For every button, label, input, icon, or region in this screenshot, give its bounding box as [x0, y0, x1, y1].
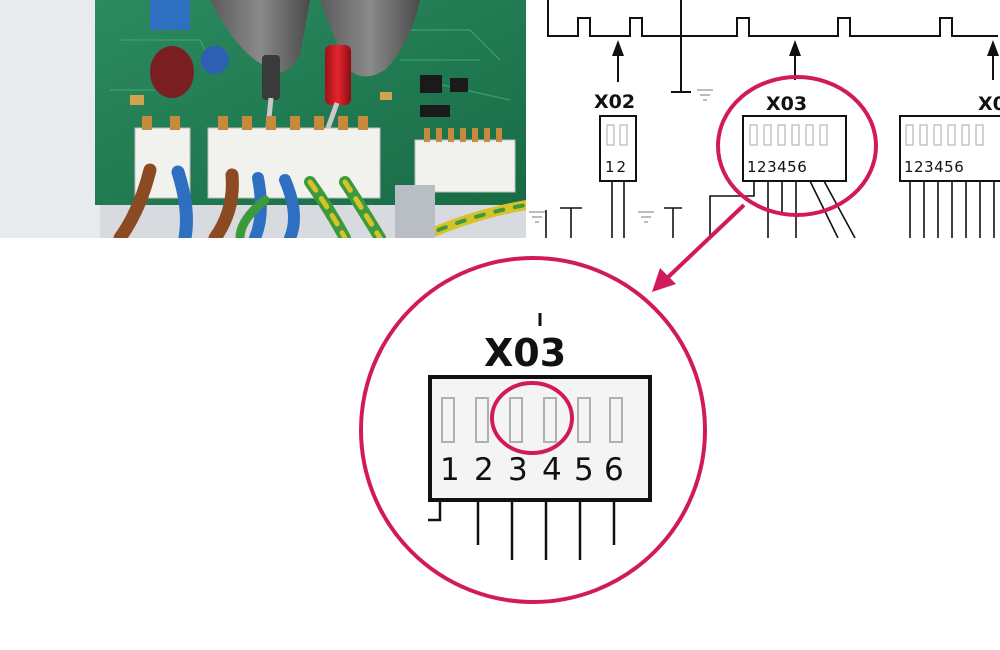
zoom-pin-slots	[441, 397, 623, 443]
circuit-board-photo	[0, 0, 526, 238]
zoom-leads	[428, 500, 616, 560]
zoom-pin-numbers: 1 2 3 4 5 6	[440, 452, 624, 488]
zoom-callout: X03 1 2 3 4 5 6	[359, 256, 707, 604]
circuit-board-illustration	[0, 0, 526, 238]
signal-bus	[547, 0, 998, 37]
pin-number: 6	[604, 452, 624, 488]
wire-bundle	[113, 163, 526, 238]
grey-probe-boot	[210, 0, 310, 73]
arrow-x03	[789, 40, 801, 56]
pins-3-4-highlight	[490, 381, 574, 455]
red-varistor	[150, 46, 194, 98]
schematic-drawing: X02 12 X03 123456 X0 12	[529, 0, 1000, 238]
zoom-connector-label: X03	[484, 331, 566, 375]
wiring-schematic: X02 12 X03 123456 X0 12	[526, 0, 1000, 238]
svg-text:X0: X0	[978, 93, 1000, 115]
zoom-arrow-line	[662, 203, 746, 283]
pin-number: 3	[508, 452, 528, 488]
zoom-arrow-head	[652, 268, 676, 292]
pin-number: 1	[440, 452, 460, 488]
arrow-x0	[987, 40, 999, 56]
x03-highlight-ellipse	[716, 75, 878, 217]
red-probe	[325, 45, 351, 105]
terminal-block-right	[414, 128, 516, 193]
connector-x02: X02 12	[594, 91, 637, 182]
svg-text:X02: X02	[594, 91, 635, 113]
blue-capacitor	[150, 0, 190, 30]
pin-number: 2	[474, 452, 494, 488]
connector-x03: X03 123456	[742, 93, 847, 182]
connector-x0: X0 123456	[899, 93, 1000, 182]
svg-text:123456: 123456	[904, 158, 964, 176]
svg-text:X03: X03	[766, 93, 807, 115]
pin-number: 5	[574, 452, 594, 488]
svg-text:12: 12	[605, 158, 628, 176]
pin-number: 4	[542, 452, 562, 488]
svg-text:123456: 123456	[747, 158, 807, 176]
arrow-x02	[612, 40, 624, 56]
